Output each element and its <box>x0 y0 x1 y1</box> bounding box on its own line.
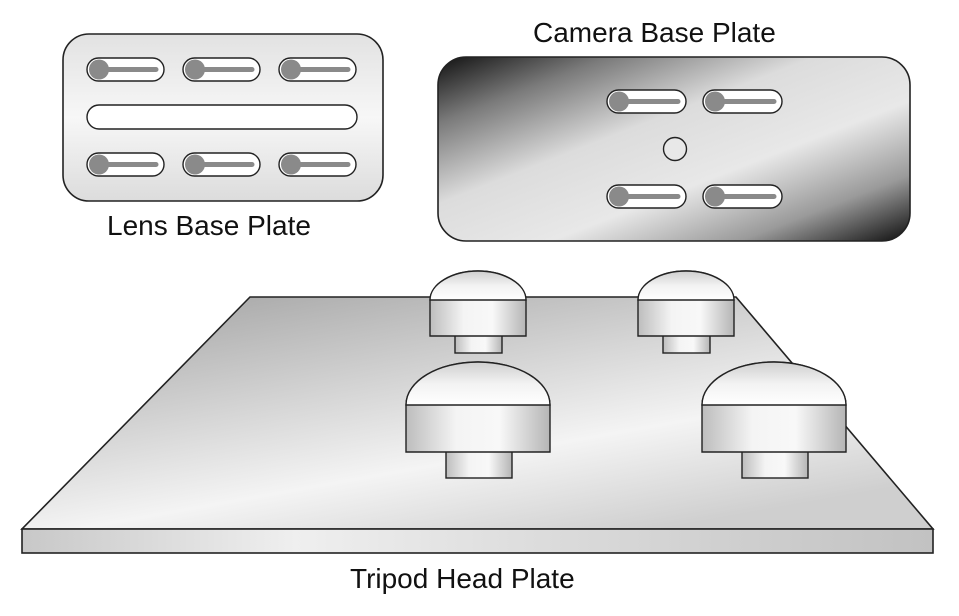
camera-base-plate <box>437 56 911 242</box>
lens-slot-2 <box>182 57 261 82</box>
camera-slot-2 <box>702 89 783 114</box>
camera-base-plate-label: Camera Base Plate <box>533 17 776 48</box>
tripod-peg-front-left <box>405 361 551 479</box>
tripod-head-plate <box>20 270 935 554</box>
lens-long-slot <box>86 104 358 130</box>
tripod-head-plate-label: Tripod Head Plate <box>350 563 575 594</box>
tripod-peg-back-left <box>429 270 527 354</box>
camera-slot-3 <box>606 184 687 209</box>
lens-slot-6 <box>278 152 357 177</box>
camera-center-hole <box>662 136 688 162</box>
tripod-peg-front-right <box>701 361 847 479</box>
camera-slot-1 <box>606 89 687 114</box>
tripod-plate-edge <box>21 528 934 554</box>
camera-slot-4 <box>702 184 783 209</box>
lens-slot-3 <box>278 57 357 82</box>
lens-base-plate <box>62 33 384 202</box>
lens-slot-4 <box>86 152 165 177</box>
lens-slot-1 <box>86 57 165 82</box>
lens-slot-5 <box>182 152 261 177</box>
lens-base-plate-label: Lens Base Plate <box>107 210 311 241</box>
tripod-peg-back-right <box>637 270 735 354</box>
